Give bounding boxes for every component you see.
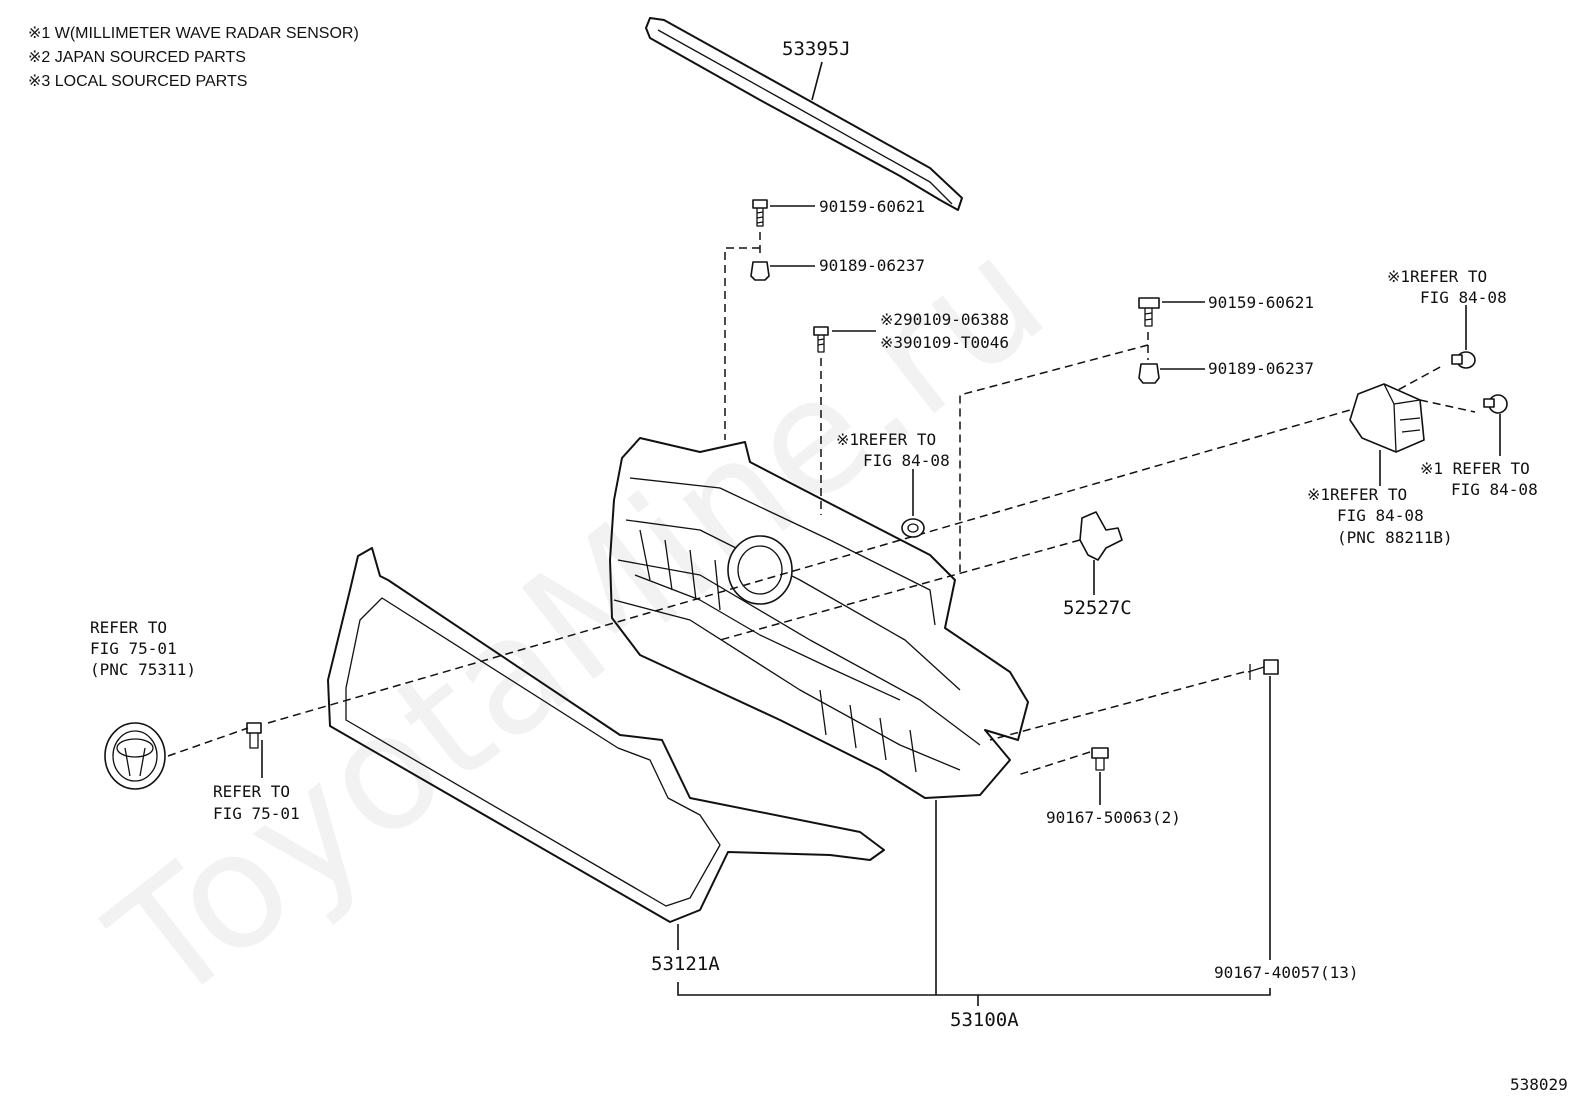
emblem-icon xyxy=(104,722,166,790)
label-clip-large: 90167-40057(13) xyxy=(1214,963,1359,982)
bolt-right-icon xyxy=(1138,297,1160,327)
label-radar-bolt-side-refer: ※1 REFER TO xyxy=(1420,459,1530,478)
label-radar-sensor-refer: ※1REFER TO xyxy=(1307,485,1407,504)
label-radar-sensor-fig: FIG 84-08 xyxy=(1337,506,1424,525)
grille-surround-part xyxy=(327,547,885,923)
note-japan: ※2 JAPAN SOURCED PARTS xyxy=(28,49,246,66)
note-radar: ※1 W(MILLIMETER WAVE RADAR SENSOR) xyxy=(28,25,359,42)
label-screw-japan: ※290109-06388 xyxy=(880,310,1009,329)
note-local: ※3 LOCAL SOURCED PARTS xyxy=(28,73,247,90)
label-bolt-right: 90159-60621 xyxy=(1208,293,1314,312)
screw-icon xyxy=(813,326,829,353)
label-53100A: 53100A xyxy=(950,1009,1019,1031)
label-bolt-top: 90159-60621 xyxy=(819,197,925,216)
radar-bolt-top-icon xyxy=(1451,351,1476,369)
label-radar-sensor-pnc: (PNC 88211B) xyxy=(1337,528,1453,547)
figure-id: 538029 xyxy=(1510,1075,1568,1094)
label-emblem-refer: REFER TO xyxy=(90,618,167,637)
label-screw-local: ※390109-T0046 xyxy=(880,333,1009,352)
radar-grommet-icon xyxy=(901,518,925,538)
nut-top-icon xyxy=(750,261,770,281)
label-radar-bolt-top-fig: FIG 84-08 xyxy=(1420,288,1507,307)
upper-molding-part xyxy=(645,17,963,211)
grille-assembly-part xyxy=(609,437,1029,799)
label-nut-top: 90189-06237 xyxy=(819,256,925,275)
label-clip-refer: REFER TO xyxy=(213,782,290,801)
emblem-clip-icon xyxy=(246,722,262,749)
label-53121A: 53121A xyxy=(651,953,720,975)
radar-bolt-side-icon xyxy=(1483,394,1508,414)
clip-large-icon xyxy=(1247,659,1279,680)
label-nut-right: 90189-06237 xyxy=(1208,359,1314,378)
radar-sensor-part xyxy=(1349,383,1425,453)
label-clip-fig: FIG 75-01 xyxy=(213,804,300,823)
label-radar-bolt-top-refer: ※1REFER TO xyxy=(1387,267,1487,286)
label-53395J: 53395J xyxy=(782,38,851,60)
label-grommet-refer: ※1REFER TO xyxy=(836,430,936,449)
label-emblem-pnc: (PNC 75311) xyxy=(90,660,196,679)
bracket-part xyxy=(1079,511,1123,561)
bolt-top-icon xyxy=(752,199,768,227)
label-radar-bolt-side-fig: FIG 84-08 xyxy=(1451,480,1538,499)
nut-right-icon xyxy=(1138,363,1160,384)
label-clip-small: 90167-50063(2) xyxy=(1046,808,1181,827)
clip-small-icon xyxy=(1091,747,1109,771)
label-grommet-fig: FIG 84-08 xyxy=(863,451,950,470)
label-52527C: 52527C xyxy=(1063,597,1132,619)
label-emblem-fig: FIG 75-01 xyxy=(90,639,177,658)
